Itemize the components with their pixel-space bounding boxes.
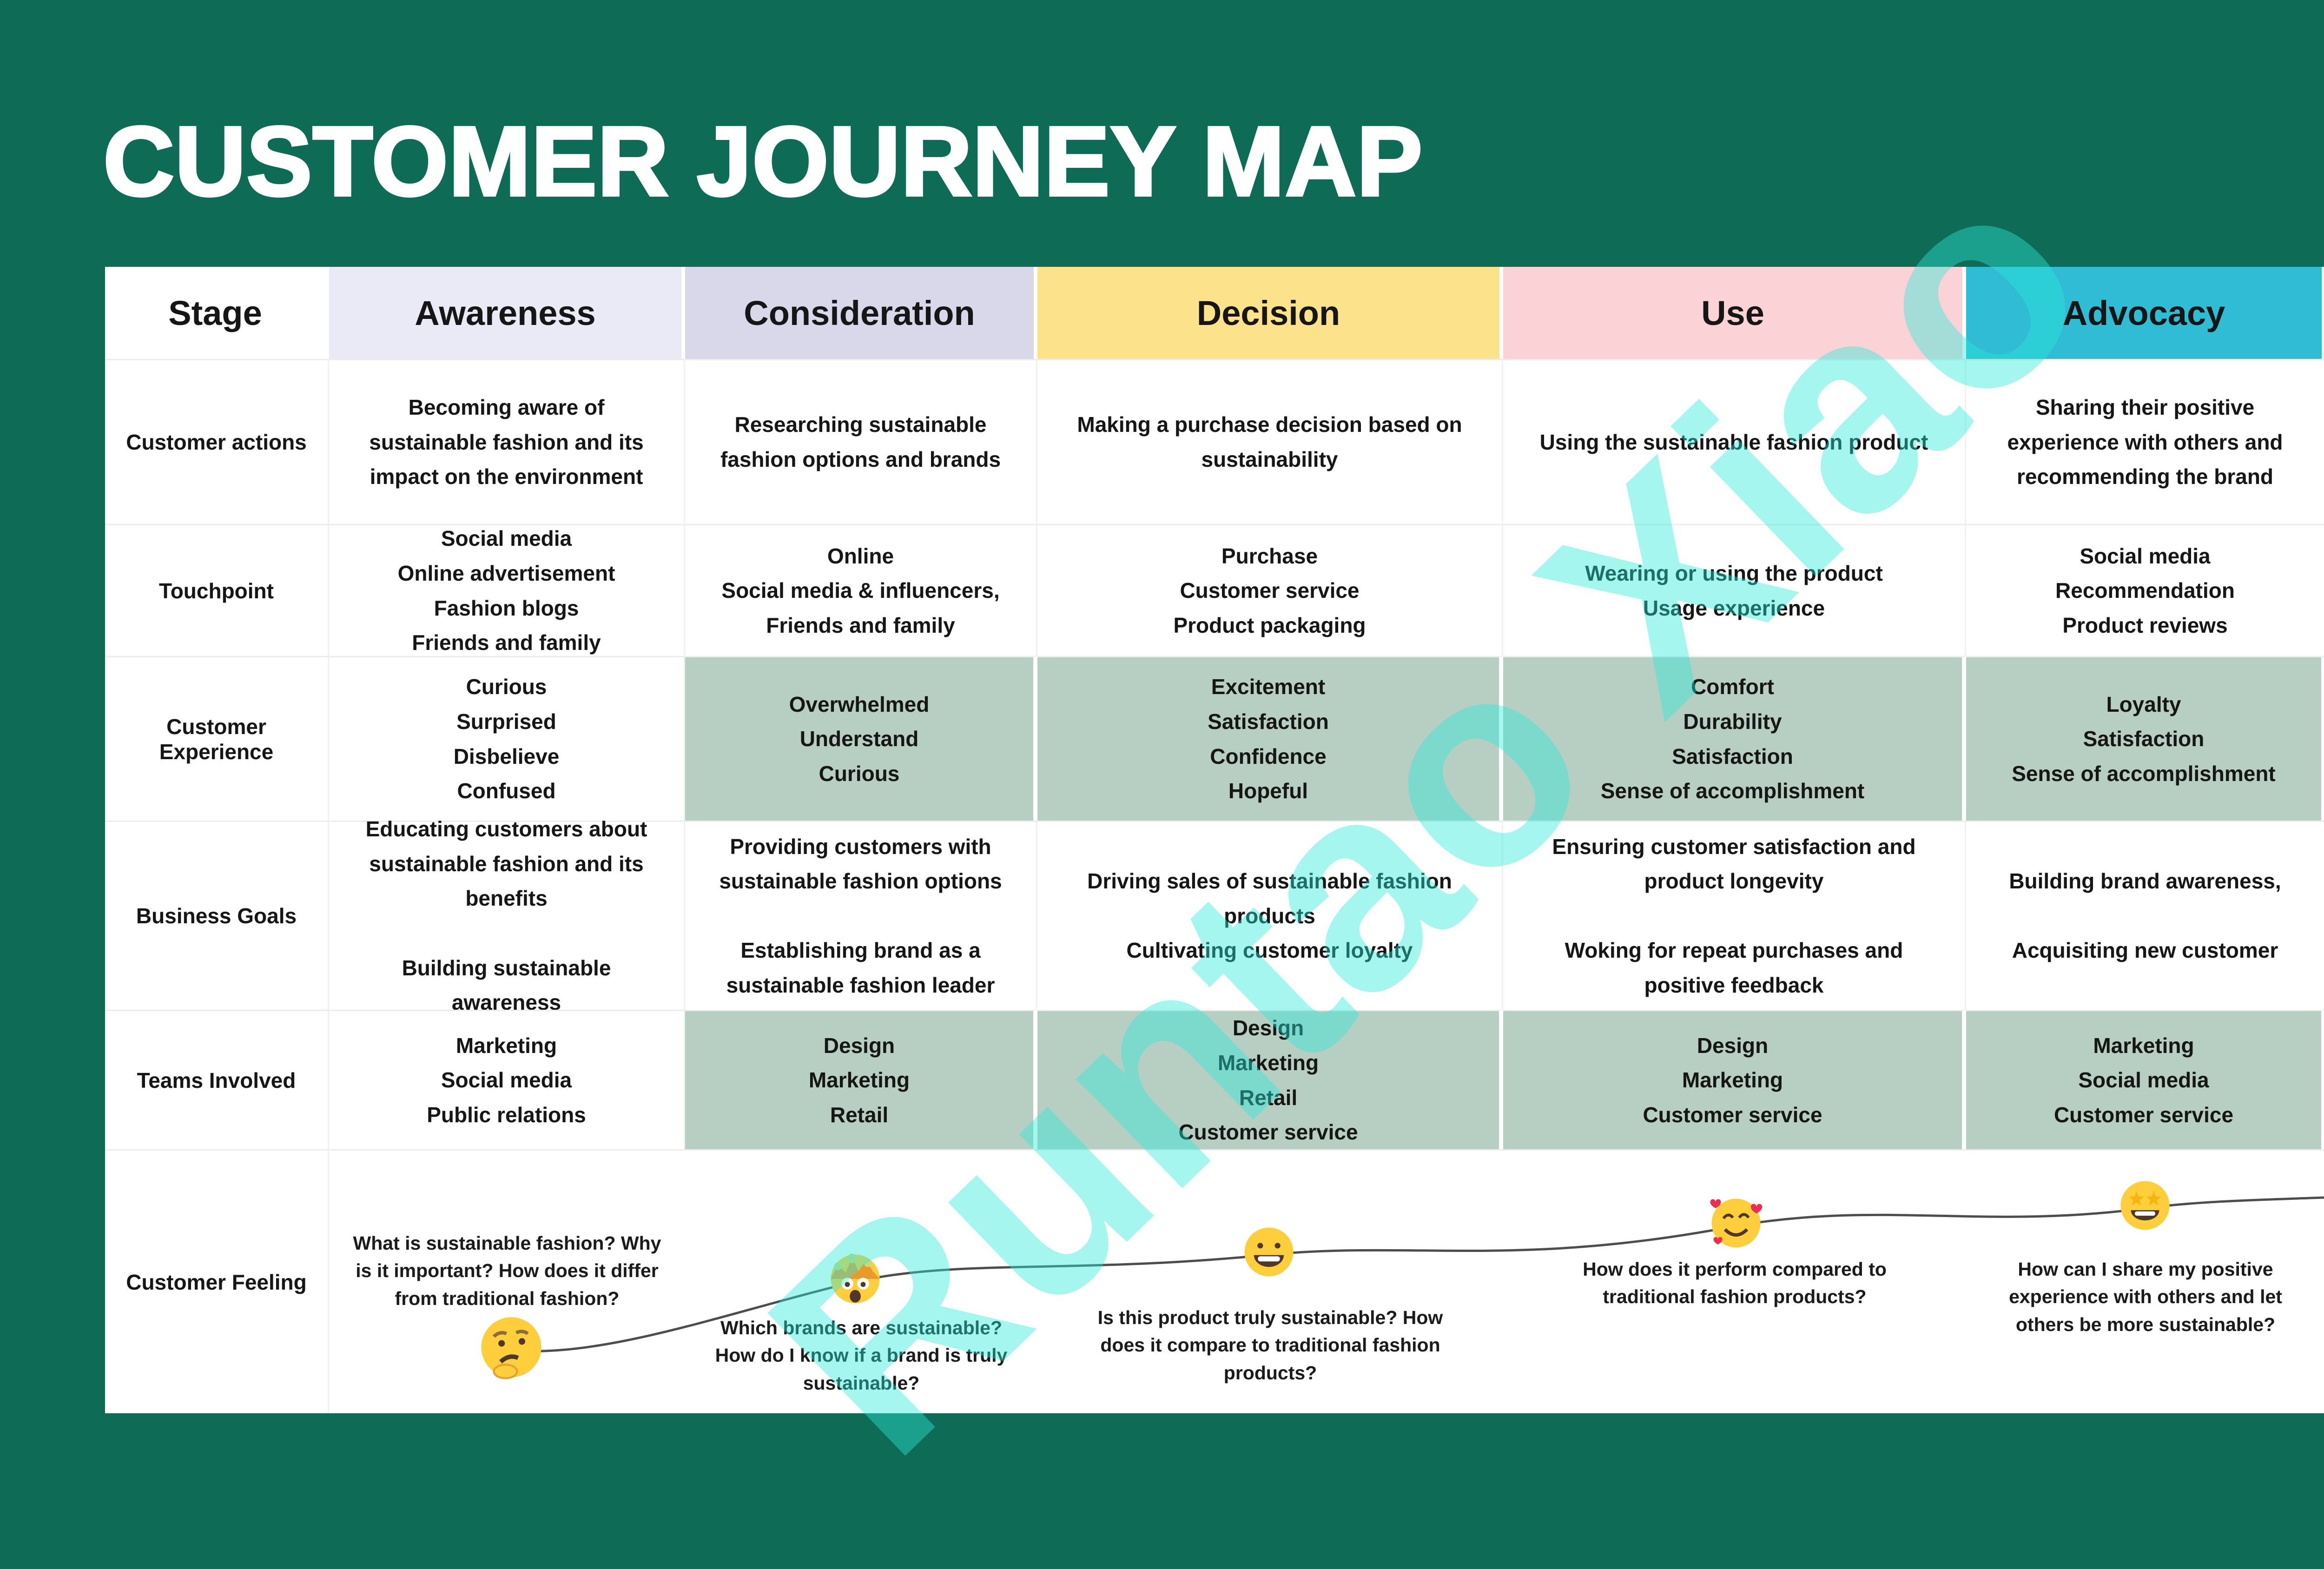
cell-business-goals-awareness: Educating customers about sustainable fa… — [329, 817, 685, 1014]
cell-touchpoint-use: Wearing or using the product Usage exper… — [1503, 524, 1966, 656]
row-label-customer-experience: Customer Experience — [105, 656, 329, 821]
customer-feeling-area: What is sustainable fashion? Why is it i… — [329, 1149, 2324, 1413]
cell-business-goals-decision: Driving sales of sustainable fashion pro… — [1037, 821, 1503, 1010]
thinking-face-emoji — [476, 1312, 546, 1384]
cell-customer-experience-advocacy: Loyalty Satisfaction Sense of accomplish… — [1966, 656, 2324, 821]
cell-customer-actions-awareness: Becoming aware of sustainable fashion an… — [329, 359, 685, 524]
page-title: CUSTOMER JOURNEY MAP — [102, 105, 1424, 218]
exploding-head-emoji — [827, 1251, 884, 1310]
cell-customer-experience-decision: Excitement Satisfaction Confidence Hopef… — [1037, 656, 1503, 821]
grinning-face-emoji — [1241, 1224, 1297, 1283]
cell-teams-involved-decision: Design Marketing Retail Customer service — [1037, 1010, 1503, 1149]
cell-business-goals-advocacy: Building brand awareness, Acquisiting ne… — [1966, 821, 2324, 1010]
cell-touchpoint-decision: Purchase Customer service Product packag… — [1037, 524, 1503, 656]
cell-customer-actions-advocacy: Sharing their positive experience with o… — [1966, 359, 2324, 524]
cell-customer-experience-consideration: Overwhelmed Understand Curious — [685, 656, 1037, 821]
column-header-stage: Stage — [105, 267, 329, 359]
feeling-question-advocacy: How can I share my positive experience w… — [2009, 1258, 2282, 1335]
feeling-question-consideration: Which brands are sustainable? How do I k… — [715, 1317, 1008, 1394]
cell-teams-involved-advocacy: Marketing Social media Customer service — [1966, 1010, 2324, 1149]
cell-touchpoint-advocacy: Social media Recommendation Product revi… — [1966, 524, 2324, 656]
row-label-customer-actions: Customer actions — [105, 359, 329, 524]
cell-customer-experience-awareness: Curious Surprised Disbelieve Confused — [329, 656, 685, 821]
cell-touchpoint-consideration: Online Social media & influencers, Frien… — [685, 524, 1037, 656]
row-label-business-goals: Business Goals — [105, 821, 329, 1010]
row-label-touchpoint: Touchpoint — [105, 524, 329, 656]
row-label-customer-feeling: Customer Feeling — [105, 1149, 329, 1413]
cell-customer-experience-use: Comfort Durability Satisfaction Sense of… — [1503, 656, 1966, 821]
star-struck-emoji — [2117, 1177, 2173, 1236]
column-header-decision: Decision — [1037, 267, 1503, 359]
column-header-advocacy: Advocacy — [1966, 267, 2324, 359]
cell-teams-involved-consideration: Design Marketing Retail — [685, 1010, 1037, 1149]
cell-customer-actions-consideration: Researching sustainable fashion options … — [685, 359, 1037, 524]
cell-business-goals-use: Ensuring customer satisfaction and produ… — [1503, 821, 1966, 1010]
column-header-use: Use — [1503, 267, 1966, 359]
feeling-question-use: How does it perform compared to traditio… — [1583, 1258, 1887, 1308]
column-header-consideration: Consideration — [685, 267, 1037, 359]
row-label-teams-involved: Teams Involved — [105, 1010, 329, 1149]
column-header-awareness: Awareness — [329, 267, 685, 359]
cell-customer-actions-decision: Making a purchase decision based on sust… — [1037, 359, 1503, 524]
cell-business-goals-consideration: Providing customers with sustainable fas… — [685, 821, 1037, 1010]
smiling-face-with-hearts-emoji — [1708, 1195, 1764, 1254]
cell-teams-involved-use: Design Marketing Customer service — [1503, 1010, 1966, 1149]
feeling-question-decision: Is this product truly sustainable? How d… — [1097, 1307, 1443, 1384]
feeling-journey-curve — [511, 1196, 2324, 1353]
cell-touchpoint-awareness: Social media Online advertisement Fashio… — [329, 524, 685, 656]
cell-customer-actions-use: Using the sustainable fashion product — [1503, 359, 1966, 524]
feeling-question-awareness: What is sustainable fashion? Why is it i… — [353, 1232, 661, 1309]
cell-teams-involved-awareness: Marketing Social media Public relations — [329, 1010, 685, 1149]
